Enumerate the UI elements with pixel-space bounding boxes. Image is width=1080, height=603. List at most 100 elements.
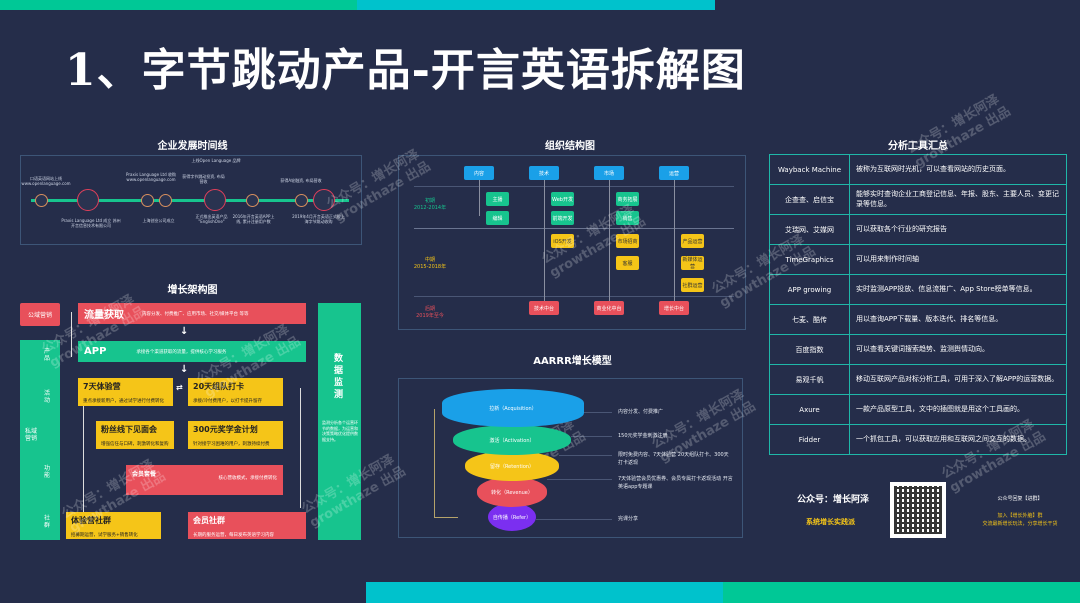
tools-row: 艾瑞网、艾媒网可以获取各个行业的研究报告 [769, 214, 1067, 245]
data-monitor-desc: 监测分析各个运营环节的数据，为运营和决策策略优化提供数据支持。 [322, 420, 358, 442]
tool-name: 企查查、启信宝 [769, 184, 850, 215]
org-connector [479, 178, 480, 216]
flow-line [71, 312, 72, 357]
tool-desc: 一个抓包工具，可以获取应用和互联网之间交互的数据。 [849, 424, 1067, 455]
refer-loop-line [434, 517, 458, 518]
arrow-down-icon: ↓ [180, 364, 189, 375]
org-dept: 运营 [659, 166, 689, 180]
bottom-accent-bar [366, 582, 1080, 603]
flow-line [300, 388, 301, 508]
membership-desc: 核心营收模式，承接付费转化 [218, 476, 278, 481]
funnel-stage: 拉新（Acquisition） [442, 389, 584, 427]
org-team: 编辑 [486, 211, 509, 225]
org-platform: 商业化中台 [594, 301, 624, 315]
funnel-connector [547, 479, 612, 480]
trial-group-block: 体验营社群 招募期运营，试学服务+销售转化 [66, 512, 161, 539]
tools-row: 百度指数可以查看关键词搜索趋势、监测舆情动向。 [769, 334, 1067, 365]
funnel-stage-note: 150元奖学金刺激注册 [618, 433, 668, 439]
account-name: 公众号：增长阿泽 [797, 495, 870, 505]
timeline-node [141, 194, 154, 207]
org-title: 组织结构图 [545, 141, 595, 152]
trial-camp-block: 7天体验营 重点承接新用户，通过试学进行付费转化 [78, 378, 173, 406]
scholarship-desc: 针对接学习困难的用户，刺激持续付费 [193, 442, 270, 447]
funnel-connector [571, 436, 612, 437]
funnel-connector [559, 455, 612, 456]
timeline-event: 2019年4月开言英语正式被上海字节跳动收购 [292, 214, 345, 225]
tool-desc: 可以用来制作时间轴 [849, 244, 1067, 275]
trial-desc: 重点承接新用户，通过试学进行付费转化 [83, 399, 164, 404]
org-team: 新媒体运营 [681, 256, 704, 270]
funnel-connector [536, 519, 612, 520]
tool-desc: 移动互联网产品对标分析工具，可用于深入了解APP的运营数据。 [849, 364, 1067, 395]
qr-code [890, 482, 946, 538]
public-marketing-label: 公域营销 [20, 303, 60, 326]
traffic-block: 流量获取 内容分发、付费推广、应用市场、社交/媒体平台 等等 [78, 303, 306, 324]
org-dept: 市场 [594, 166, 624, 180]
traffic-title: 流量获取 [84, 310, 124, 321]
checkin-desc: 承接/冷付费用户，以打卡提升留存 [193, 399, 263, 404]
funnel-stage-label: 转化（Revenue） [491, 489, 533, 496]
offline-meetup-block: 粉丝线下见面会 增强信任与口碑，刺激转化和复购 [96, 421, 174, 449]
membership-title: 会员套餐 [132, 471, 157, 478]
growth-title: 增长架构图 [167, 285, 218, 296]
tool-name: APP growing [769, 274, 850, 305]
member-group-title: 会员社群 [193, 516, 225, 525]
flow-line [83, 406, 84, 512]
aarrr-title: AARRR增长模型 [533, 356, 612, 367]
timeline-event: 获得A轮融资, 布局营收 [280, 178, 322, 183]
phase-divider [414, 296, 734, 297]
funnel-stage-label: 拉新（Acquisition） [489, 405, 537, 412]
phase-divider [414, 228, 734, 229]
arrow-swap-icon: ⇄ [176, 383, 183, 392]
org-team: iOS开发 [551, 234, 574, 248]
org-team: 客服 [616, 256, 639, 270]
top-accent-bar [0, 0, 715, 10]
private-marketing-column: 产品 活动 私域营销 功能 社群 [20, 340, 60, 540]
timeline-node [35, 194, 48, 207]
side-label-community: 社群 [44, 515, 51, 530]
private-marketing-label: 私域营销 [25, 428, 38, 443]
timeline-node [313, 189, 335, 211]
tool-name: 艾瑞网、艾媒网 [769, 214, 850, 245]
org-team: 社群运营 [681, 278, 704, 292]
funnel-stage-label: 激活（Activation） [489, 437, 535, 444]
tool-name: Axure [769, 394, 850, 425]
tools-title: 分析工具汇总 [888, 141, 948, 152]
timeline-axis [31, 199, 349, 202]
funnel-stage: 转化（Revenue） [477, 477, 547, 507]
offline-desc: 增强信任与口碑，刺激转化和复购 [101, 442, 169, 447]
side-label-activity: 活动 [44, 390, 51, 405]
tool-name: 易观千帆 [769, 364, 850, 395]
tool-name: Wayback Machine [769, 154, 850, 185]
timeline-event: 上海创业公司成立 [142, 218, 175, 223]
org-platform: 增长中台 [659, 301, 689, 315]
timeline-node [204, 189, 226, 211]
org-connector [609, 178, 610, 308]
scholarship-title: 300元奖学金计划 [193, 425, 258, 434]
org-team: 产品运营 [681, 234, 704, 248]
timeline-event: 正式推出英语产品 "EnglishOne" [195, 214, 228, 225]
timeline-event: Praxis Language Ltd 成立 苏州开言信息技术有限公司 [61, 218, 121, 229]
timeline-event: 口语英语网站上线 www.openlanguage.com [21, 176, 71, 187]
side-label-product: 产品 [44, 348, 51, 363]
funnel-stage: 留存（Retention） [465, 451, 559, 481]
side-label-function: 功能 [44, 465, 51, 480]
timeline-node [246, 194, 259, 207]
funnel-stage-note: 完课分享 [618, 516, 639, 522]
timeline-node [159, 194, 172, 207]
timeline-node [77, 189, 99, 211]
trial-title: 7天体验营 [83, 382, 121, 391]
tool-desc: 实时监测APP投放、信息流推广、App Store榜单等信息。 [849, 274, 1067, 305]
member-group-block: 会员社群 长期的服务运营，每日发布英语学习内容 [188, 512, 306, 539]
tool-name: 七麦、酷传 [769, 304, 850, 335]
refer-loop-line [434, 409, 435, 517]
join-subtext: 交流最新增长玩法，分享增长干货 [982, 521, 1058, 527]
funnel-stage-label: 自传播（Refer） [492, 514, 532, 521]
